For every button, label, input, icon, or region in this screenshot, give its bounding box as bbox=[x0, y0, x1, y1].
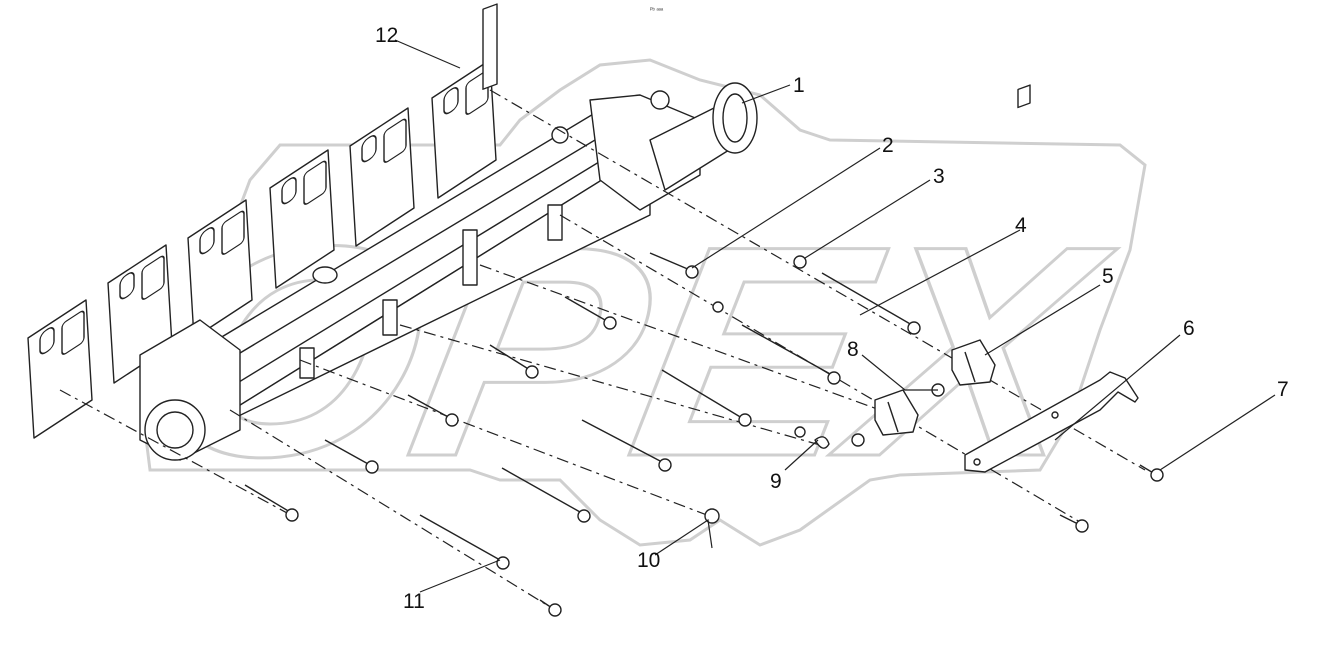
header-tiny-text: ᴾᵇ ᵃᵃᵃ bbox=[650, 7, 664, 14]
bolt bbox=[419, 514, 510, 570]
bolt bbox=[564, 296, 617, 330]
bolt bbox=[539, 599, 562, 617]
callout-10: 10 bbox=[637, 549, 660, 572]
washer bbox=[794, 426, 806, 438]
nut bbox=[851, 433, 865, 447]
bolt bbox=[741, 324, 841, 385]
callout-9: 9 bbox=[770, 470, 782, 493]
gasket-group bbox=[27, 59, 497, 439]
bolt bbox=[661, 369, 752, 427]
bolt-group bbox=[244, 252, 1164, 617]
callout-4: 4 bbox=[1015, 214, 1027, 237]
gasket bbox=[349, 107, 415, 247]
support-strap bbox=[964, 84, 1139, 473]
callout-labels: 1 2 3 4 5 6 7 8 9 10 11 12 bbox=[375, 24, 1289, 613]
callout-7: 7 bbox=[1277, 378, 1289, 401]
callout-5: 5 bbox=[1102, 265, 1114, 288]
gasket bbox=[27, 299, 93, 439]
clip bbox=[814, 436, 830, 449]
gasket bbox=[269, 149, 335, 289]
callout-1: 1 bbox=[793, 74, 805, 97]
bolt bbox=[1139, 464, 1164, 482]
gasket bbox=[431, 59, 497, 199]
callout-6: 6 bbox=[1183, 317, 1195, 340]
callout-12: 12 bbox=[375, 24, 398, 47]
bolt bbox=[489, 344, 539, 379]
gasket bbox=[187, 199, 253, 339]
exhaust-manifold bbox=[139, 3, 758, 461]
washer bbox=[712, 301, 724, 313]
callout-3: 3 bbox=[933, 165, 945, 188]
leader-lines bbox=[394, 39, 1276, 593]
bolt bbox=[1059, 514, 1089, 533]
callout-11: 11 bbox=[403, 590, 425, 613]
bolt bbox=[244, 484, 299, 522]
support-bracket bbox=[951, 339, 996, 386]
support-bracket bbox=[874, 389, 919, 436]
bolt bbox=[324, 439, 379, 474]
bolt bbox=[501, 467, 591, 523]
bolt bbox=[581, 419, 672, 472]
callout-8: 8 bbox=[847, 338, 859, 361]
bolt bbox=[407, 394, 459, 427]
callout-2: 2 bbox=[882, 134, 894, 157]
bolt bbox=[649, 252, 699, 279]
washer bbox=[793, 255, 807, 269]
bolt bbox=[821, 272, 921, 335]
